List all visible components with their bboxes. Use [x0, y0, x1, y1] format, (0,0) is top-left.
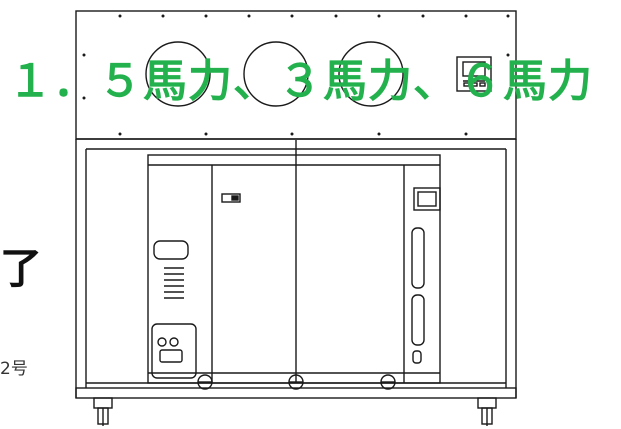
- right-slot-lower: [411, 294, 425, 346]
- caster-wheel-icon: [93, 397, 113, 426]
- lower-access-panel: [151, 323, 197, 379]
- left-vent: [164, 267, 184, 299]
- control-panel-icon: [456, 56, 492, 92]
- horsepower-headline: １．５馬力、３馬力、６馬力: [8, 56, 593, 107]
- right-top-box: [413, 187, 441, 211]
- left-grip: [153, 240, 189, 260]
- duct-opening-right: [338, 41, 404, 107]
- cut-off-model-number: 2号: [0, 359, 28, 379]
- caster-wheel-icon: [477, 397, 497, 426]
- door-latch: [221, 193, 241, 203]
- right-slot-upper: [411, 227, 425, 289]
- upper-panel-screws: [82, 14, 510, 136]
- duct-opening-center: [243, 41, 309, 107]
- base-rail: [75, 387, 517, 399]
- cut-off-heading-char: 了: [0, 244, 43, 293]
- ac-unit-body: [147, 154, 441, 384]
- duct-opening-left: [145, 41, 211, 107]
